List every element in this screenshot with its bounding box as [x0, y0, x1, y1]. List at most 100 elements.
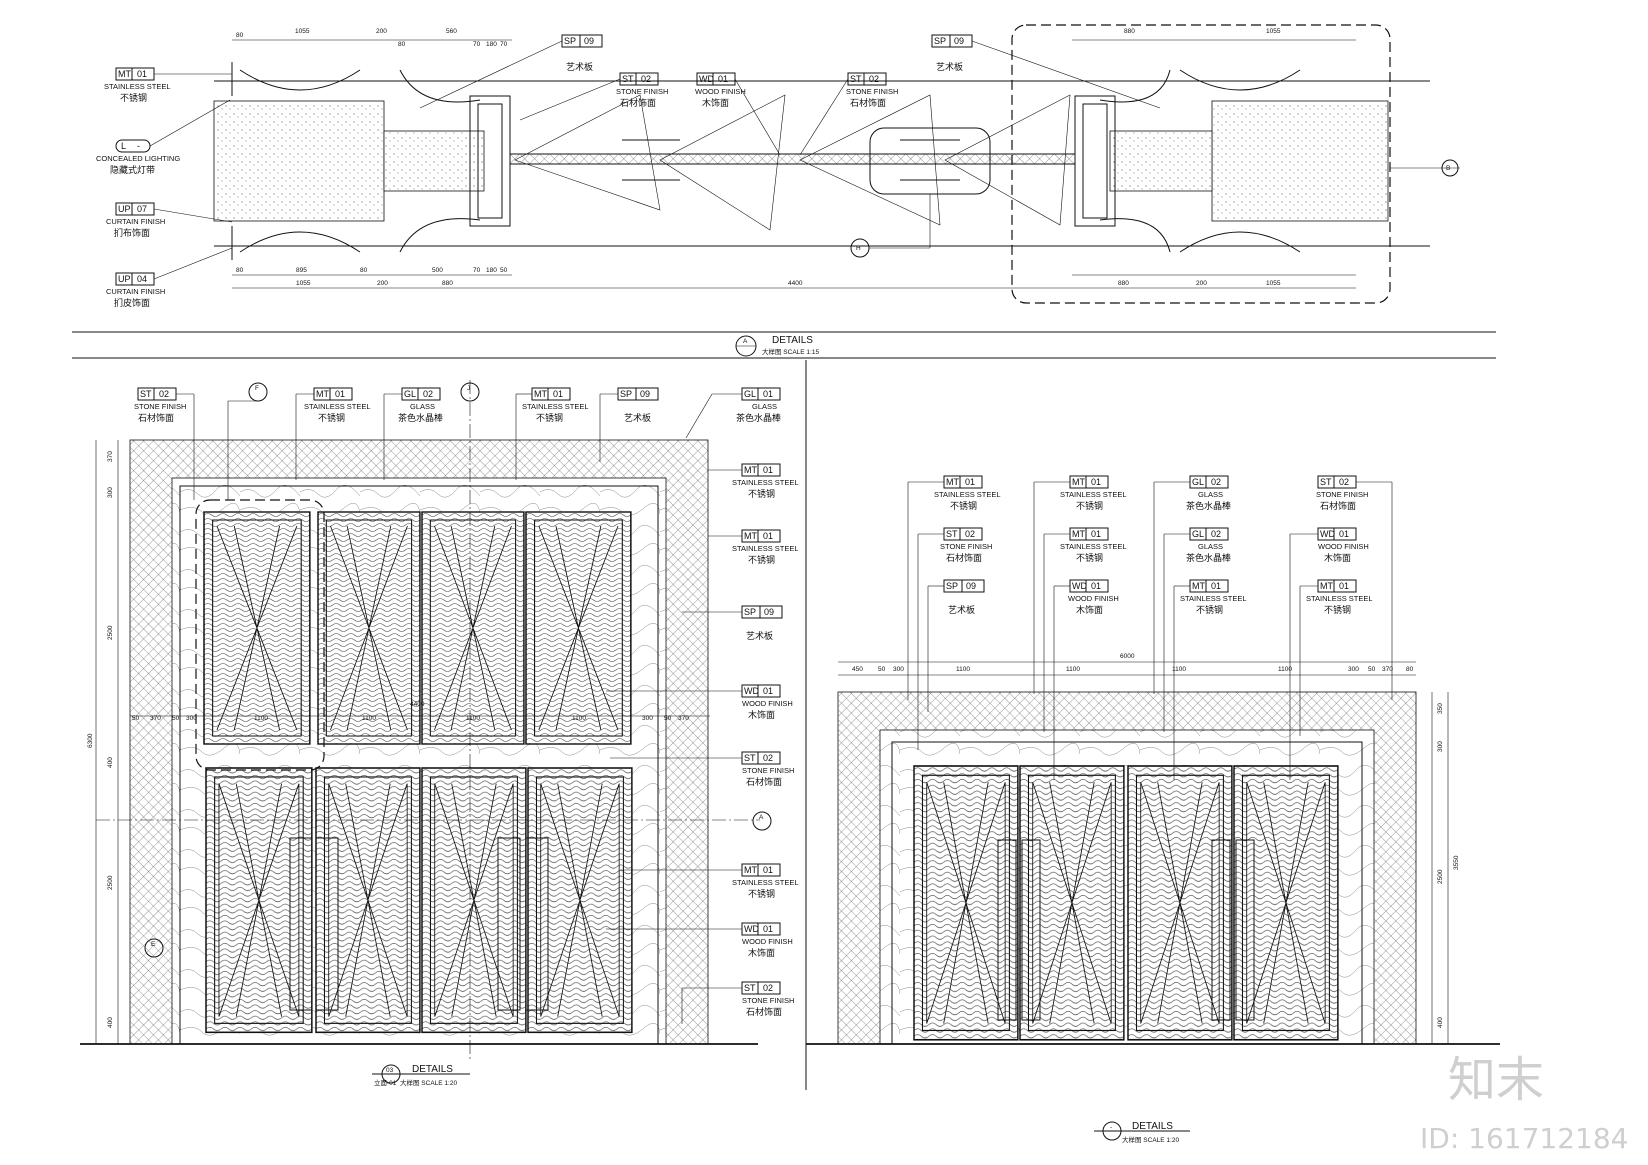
svg-text:SP: SP: [744, 607, 756, 617]
callout: ST 02 STONE FINISH 石材饰面: [610, 751, 794, 787]
svg-text:大样图 SCALE 1:15: 大样图 SCALE 1:15: [762, 347, 819, 356]
svg-text:STAINLESS STEEL: STAINLESS STEEL: [934, 490, 1001, 499]
callout: MT 01 STAINLESS STEEL 不锈钢: [295, 387, 371, 480]
svg-text:1100: 1100: [362, 715, 376, 722]
callout: GL 02 GLASS 茶色水晶棒: [1163, 527, 1231, 732]
svg-text:300: 300: [893, 666, 904, 673]
svg-text:木饰面: 木饰面: [1324, 552, 1351, 563]
svg-text:MT: MT: [946, 477, 959, 487]
svg-text:不锈钢: 不锈钢: [748, 888, 775, 899]
svg-text:STONE FINISH: STONE FINISH: [742, 996, 794, 1005]
callout: MT 01 STAINLESS STEEL 不锈钢: [1043, 527, 1127, 732]
top-plan-section: 80 1055 200 80 560 70 180 70 80 895 80 5…: [72, 24, 1496, 359]
callout: SP 09 艺术板: [682, 605, 783, 641]
callout: SP 09 艺术板: [599, 387, 659, 462]
svg-text:ST: ST: [140, 389, 152, 399]
svg-text:不锈钢: 不锈钢: [1076, 552, 1103, 563]
right-wall-core: [1211, 100, 1389, 222]
svg-text:1100: 1100: [1066, 666, 1080, 673]
svg-text:立面-01: 立面-01: [374, 1078, 397, 1087]
callout-sp09-left: SP 09 艺术板: [419, 34, 603, 109]
callout-st02-right: ST 02 STONE FINISH 石材饰面: [799, 72, 898, 156]
svg-text:艺术板: 艺术板: [936, 61, 963, 72]
callout: WD 01 WOOD FINISH 木饰面: [1053, 579, 1119, 780]
svg-text:STONE FINISH: STONE FINISH: [940, 542, 992, 551]
svg-text:ST: ST: [744, 983, 756, 993]
callout: ST 02 STONE FINISH 石材饰面: [1316, 475, 1393, 700]
svg-text:300: 300: [1348, 666, 1359, 673]
svg-text:2500: 2500: [107, 875, 114, 890]
callout: MT 01 STAINLESS STEEL 不锈钢: [1173, 579, 1247, 780]
svg-text:不锈钢: 不锈钢: [536, 412, 563, 423]
dim-text: 80: [398, 41, 406, 48]
svg-text:01: 01: [763, 924, 773, 934]
callout: ST 02 STONE FINISH 石材饰面: [681, 981, 794, 1024]
svg-text:石材饰面: 石材饰面: [850, 97, 886, 108]
svg-text:370: 370: [107, 451, 114, 462]
svg-text:不锈钢: 不锈钢: [318, 412, 345, 423]
caption-03: 03 立面-01 DETAILS 大样图 SCALE 1:20: [372, 1064, 470, 1087]
svg-text:400: 400: [1437, 1017, 1444, 1028]
svg-text:400: 400: [107, 757, 114, 768]
svg-text:09: 09: [966, 581, 976, 591]
svg-text:UP: UP: [118, 274, 131, 284]
callout-wd01: WD 01 WOOD FINISH 木饰面: [695, 72, 781, 156]
svg-text:GL: GL: [404, 389, 416, 399]
svg-text:01: 01: [763, 686, 773, 696]
svg-text:ST: ST: [622, 74, 634, 84]
callout: SP 09 艺术板: [927, 579, 985, 712]
svg-text:03: 03: [386, 1067, 394, 1074]
svg-text:MT: MT: [1072, 529, 1085, 539]
svg-text:石材饰面: 石材饰面: [746, 776, 782, 787]
svg-text:WD: WD: [744, 686, 759, 696]
svg-text:石材饰面: 石材饰面: [1320, 500, 1356, 511]
svg-text:茶色水晶棒: 茶色水晶棒: [398, 412, 443, 423]
svg-text:02: 02: [1339, 477, 1349, 487]
svg-text:3550: 3550: [1453, 855, 1460, 870]
svg-text:SP: SP: [620, 389, 632, 399]
svg-text:STONE FINISH: STONE FINISH: [134, 402, 186, 411]
dim-text: 895: [296, 267, 307, 274]
left-elevation-section: 370 300 2500 400 2500 400 6300 50 370 50…: [80, 360, 807, 1090]
svg-text:01: 01: [763, 389, 773, 399]
callout: ST 02 STONE FINISH 石材饰面: [134, 387, 195, 500]
svg-text:MT: MT: [118, 69, 131, 79]
svg-text:MT: MT: [316, 389, 329, 399]
left-elev-markers: F J A E: [144, 382, 772, 958]
svg-text:A: A: [743, 338, 748, 345]
svg-text:茶色水晶棒: 茶色水晶棒: [736, 412, 781, 423]
svg-text:木饰面: 木饰面: [702, 97, 729, 108]
svg-text:01: 01: [1211, 581, 1221, 591]
svg-text:MT: MT: [1320, 581, 1333, 591]
svg-text:300: 300: [642, 715, 653, 722]
svg-text:01: 01: [763, 465, 773, 475]
svg-text:02: 02: [423, 389, 433, 399]
svg-text:STONE FINISH: STONE FINISH: [742, 766, 794, 775]
callout: MT 01 STAINLESS STEEL 不锈钢: [708, 463, 799, 499]
dim-text: 1055: [296, 280, 311, 287]
left-upper-doors: [203, 511, 632, 745]
svg-text:09: 09: [584, 36, 594, 46]
top-plan-dims: 80 1055 200 80 560 70 180 70 80 895 80 5…: [232, 28, 1356, 289]
svg-text:石材饰面: 石材饰面: [138, 412, 174, 423]
svg-text:CURTAIN FINISH: CURTAIN FINISH: [106, 287, 165, 296]
dim-text: 1055: [295, 28, 310, 35]
callout: MT 01 STAINLESS STEEL 不锈钢: [708, 529, 799, 565]
callout-sp09-right: SP 09 艺术板: [931, 34, 1161, 109]
svg-text:01: 01: [718, 74, 728, 84]
svg-text:扪皮饰面: 扪皮饰面: [114, 297, 150, 308]
svg-text:木饰面: 木饰面: [748, 947, 775, 958]
svg-text:茶色水晶棒: 茶色水晶棒: [1186, 500, 1231, 511]
svg-text:GLASS: GLASS: [1198, 490, 1223, 499]
svg-text:ST: ST: [946, 529, 958, 539]
dim-text: 1055: [1266, 280, 1281, 287]
svg-text:GL: GL: [1192, 477, 1204, 487]
door-leaves-plan: [509, 153, 1076, 165]
svg-text:01: 01: [1339, 581, 1349, 591]
svg-text:50: 50: [878, 666, 886, 673]
svg-text:STAINLESS STEEL: STAINLESS STEEL: [732, 478, 799, 487]
svg-text:STONE FINISH: STONE FINISH: [846, 87, 898, 96]
svg-text:1100: 1100: [956, 666, 970, 673]
svg-text:09: 09: [954, 36, 964, 46]
